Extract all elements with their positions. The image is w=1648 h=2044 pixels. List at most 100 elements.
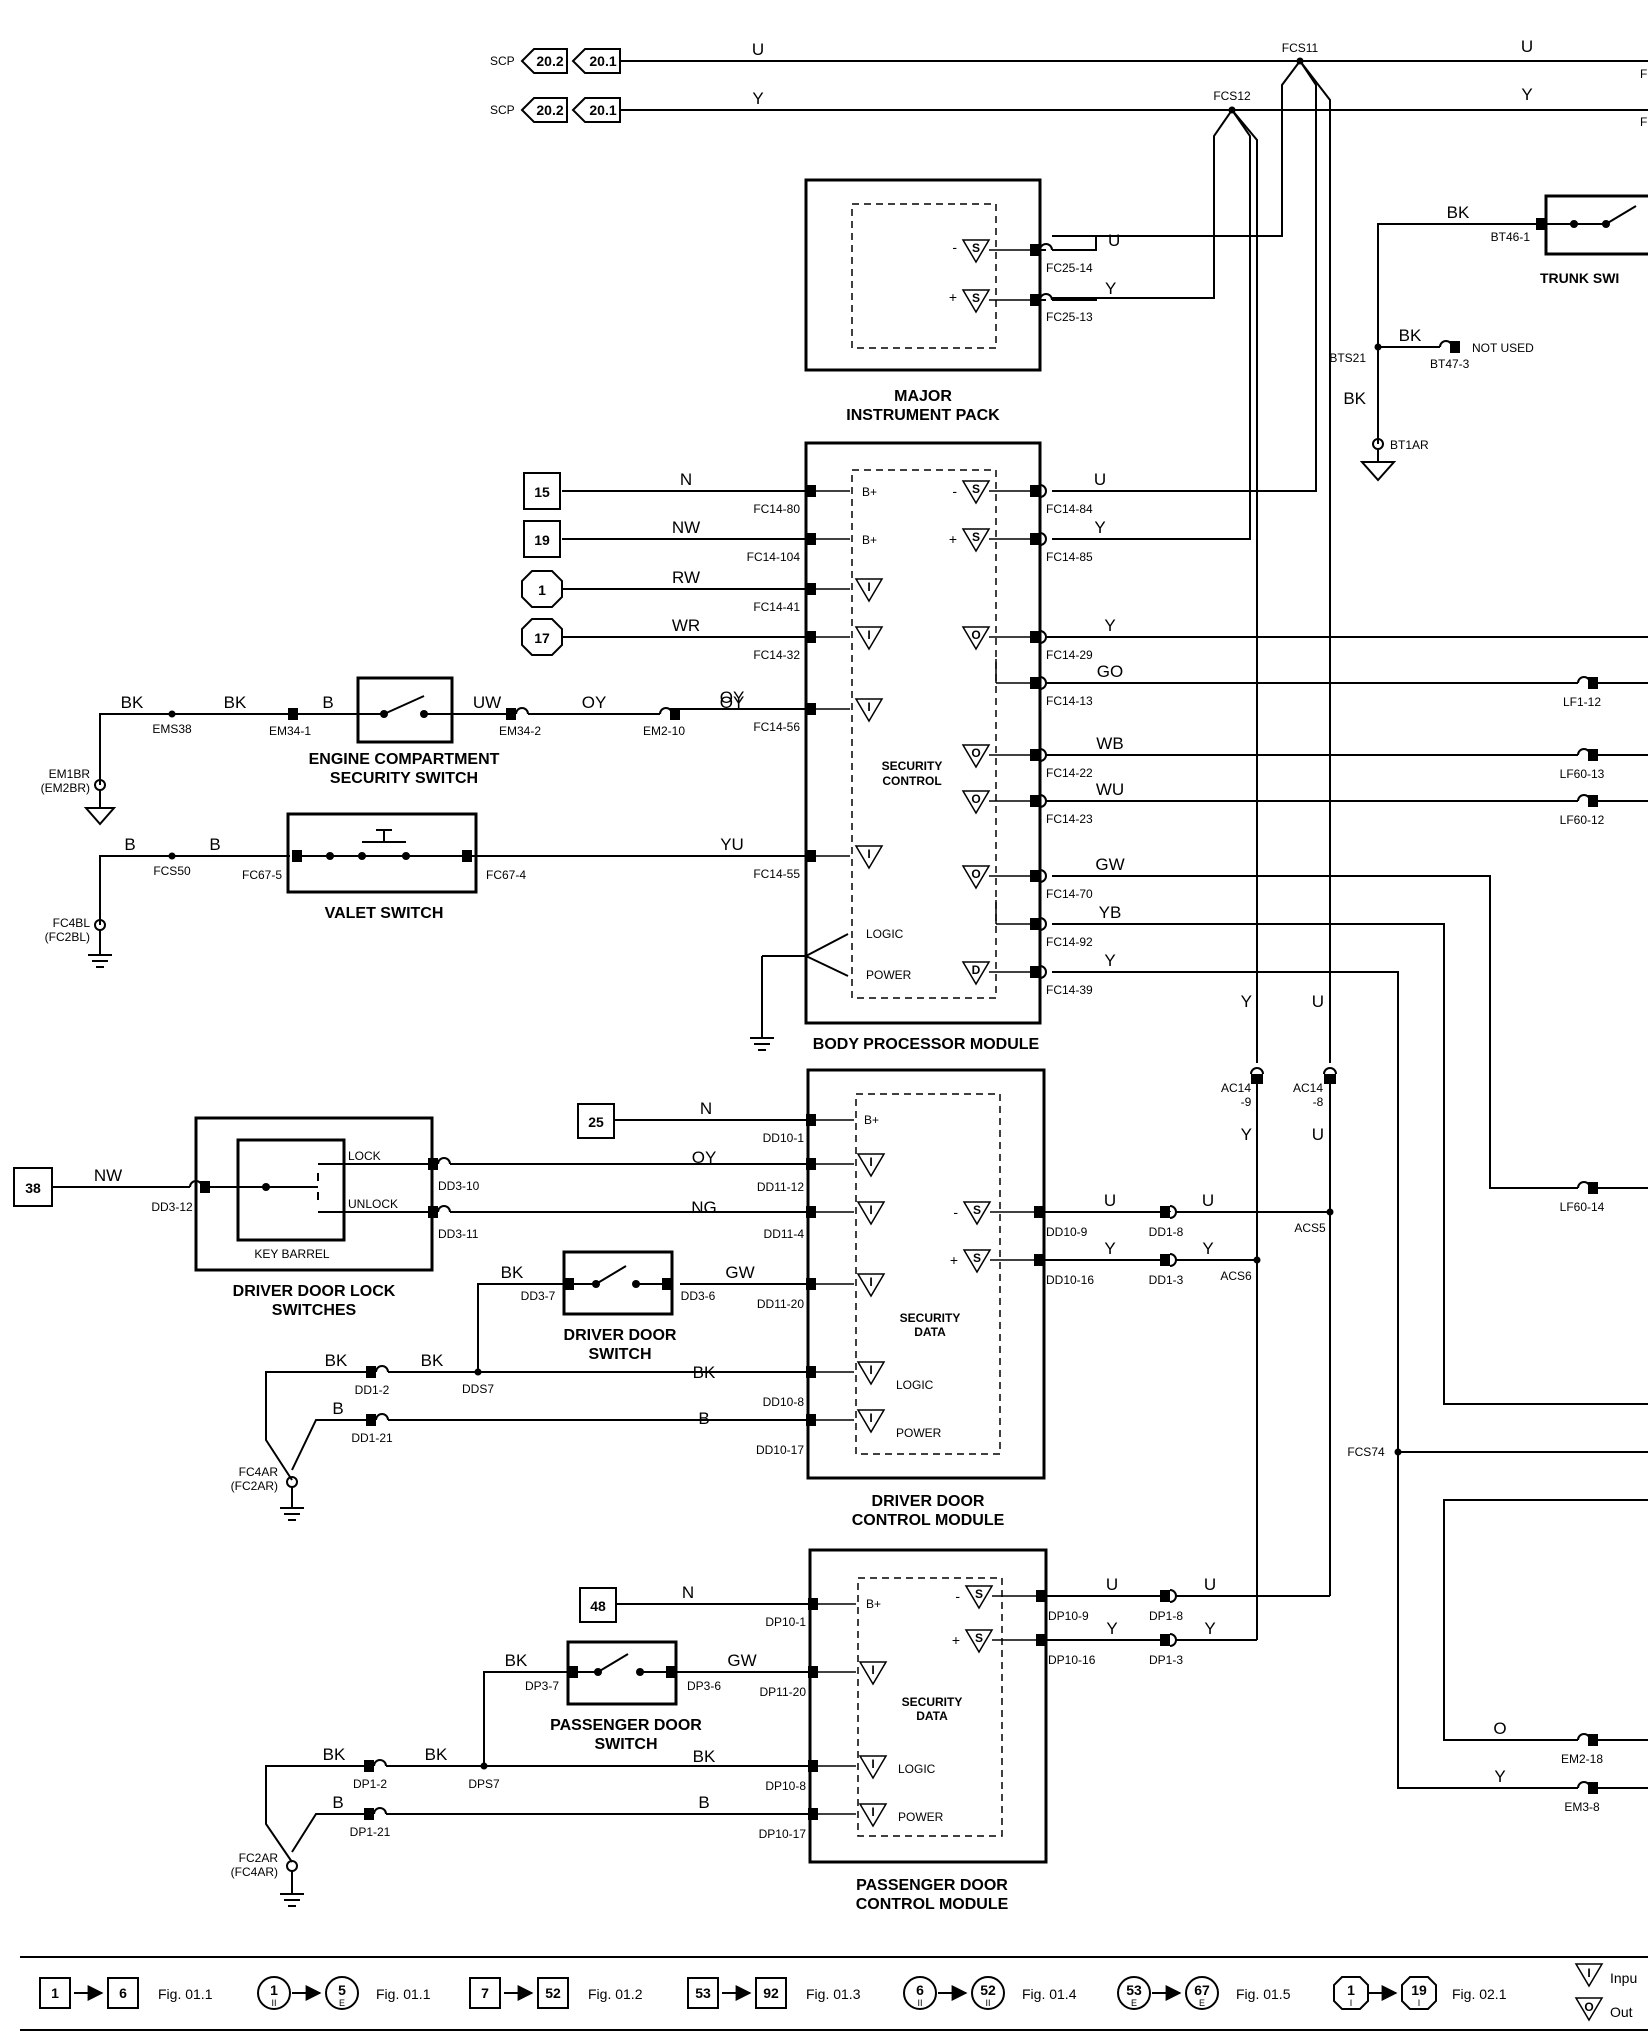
pdcm-module-box (808, 1548, 1048, 1864)
dd3-6-pin (662, 1278, 672, 1290)
bpm-right-plug-7 (1039, 917, 1047, 931)
trunk-not-used: NOT USED (1472, 341, 1534, 355)
ddcm-pin-dd10-8: DD10-8 (763, 1395, 805, 1409)
ddcm-y2-label: Y (1202, 1239, 1213, 1258)
ddcm-input-2-symbol (856, 1201, 886, 1226)
valet-ground-fc4bl: FC4BL (53, 916, 91, 930)
ecss-em34-2: EM34-2 (499, 724, 541, 738)
legend-5-to-circle (1185, 1976, 1219, 2010)
pdcm-pin-markers: III-S+S (808, 1585, 1046, 1828)
dds-gnd-wire-2 (291, 1419, 366, 1471)
dp1-2-plug (373, 1759, 387, 1767)
driver-door-control-module: DRIVER DOOR CONTROL MODULE SECURITY DATA… (577, 1068, 1330, 1529)
trunk-pin-bt47-3: BT47-3 (1430, 357, 1470, 371)
bpm-left-pin-label-2: FC14-41 (753, 600, 800, 614)
dp3-6-pin (666, 1666, 676, 1678)
ecss-plug (515, 707, 529, 715)
mip-s-2: S (972, 291, 980, 305)
bpm-right-pin-7 (1030, 918, 1040, 930)
ddcm-title-2: CONTROL MODULE (852, 1512, 1005, 1529)
legend-0-to-text: 6 (119, 1985, 127, 2001)
bpm-input-5-symbol (854, 845, 884, 870)
ecss-pin-em34-2 (506, 708, 516, 720)
ecss-b: B (322, 693, 333, 712)
bpm-left-wire-label-3: WR (672, 616, 700, 635)
bpm-output-6-symbol (961, 865, 991, 890)
bpm-left-pin-5 (806, 850, 816, 862)
pdcm-input-3-symbol (858, 1803, 888, 1828)
dds-ground-symbol (280, 1487, 304, 1521)
bpm-logic-label: LOGIC (866, 927, 904, 941)
legend-5-to-text: 67 (1194, 1982, 1210, 1998)
bpm-input-3-symbol (854, 626, 884, 651)
ecss-ground-wire (99, 713, 290, 785)
em3-8-pin (1588, 1782, 1598, 1794)
valet-contact-1 (326, 852, 334, 860)
ddcm-u-label: U (1104, 1191, 1116, 1210)
bpm-output-8-symbol (961, 961, 991, 986)
trunk-bk-3: BK (1343, 389, 1366, 408)
bpm-output-2-letter: O (971, 628, 980, 642)
valet-title: VALET SWITCH (325, 905, 444, 922)
bpm-left-pins: 15NFC14-80B+19NWFC14-104B+1RWFC14-41I17W… (521, 470, 884, 881)
ddcm-gw-label: GW (725, 1263, 754, 1282)
mip-wire-u-label: U (1108, 231, 1120, 250)
scp-ref-tag-u (520, 48, 568, 74)
dd1-3-pin (1160, 1254, 1170, 1266)
legend-6-to-text: 19 (1411, 1982, 1427, 1998)
trunk-ground-symbol (1359, 449, 1397, 482)
dds-title-2: SWITCH (588, 1346, 651, 1363)
pdcm-n-label: N (682, 1583, 694, 1602)
mip-pin-fc25-14: FC25-14 (1046, 261, 1093, 275)
body-processor-module: BODY PROCESSOR MODULE SECURITY CONTROL 1… (521, 441, 1648, 1053)
bpm-right-plug-8 (1039, 965, 1047, 979)
ddcm-input-5-symbol (856, 1409, 886, 1434)
trunk-bk-1: BK (1447, 203, 1470, 222)
legend-output-symbol (1574, 1997, 1604, 2022)
scp-ref-20-1-u: 20.1 (589, 53, 616, 69)
dd1-8-plug (1168, 1205, 1177, 1219)
splice-dds7: DDS7 (462, 1382, 494, 1396)
ddcm-logic-label: LOGIC (896, 1378, 934, 1392)
splice-fcs12: FCS12 (1213, 89, 1251, 103)
ecss-title-2: SECURITY SWITCH (330, 770, 478, 787)
em2-18-pin (1588, 1734, 1598, 1746)
keybarrel-internal-wires (318, 1163, 428, 1213)
fcs12-to-bpm (1052, 109, 1251, 540)
dds-wire-bk (477, 1283, 564, 1372)
valet-ground-fc2bl: (FC2BL) (45, 930, 90, 944)
bpm-inner-box (851, 469, 997, 999)
bpm-right-wire-label-0: U (1094, 470, 1106, 489)
bpm-right-pin-3 (1030, 677, 1040, 689)
legend-0-to-box (107, 1977, 139, 2009)
bpm-dest-label-5: LF60-12 (1560, 813, 1605, 827)
legend-1-to-text: 5 (338, 1982, 346, 1998)
ddcm-pin-dd10-9: DD10-9 (1046, 1225, 1088, 1239)
bpm-right-wire-label-1: Y (1094, 518, 1105, 537)
legend-input-symbol (1574, 1963, 1604, 1988)
pdcm-right-pin-1 (1036, 1634, 1046, 1646)
bpm-input-4-letter: I (867, 700, 870, 714)
pds-title-2: SWITCH (594, 1736, 657, 1753)
splice-acs5: ACS5 (1294, 1221, 1326, 1235)
bpm-right-pin-label-6: FC14-70 (1046, 887, 1093, 901)
bpm-right-pin-5 (1030, 795, 1040, 807)
dd1-2-plug (375, 1365, 389, 1373)
bpm-left-pin-0 (806, 485, 816, 497)
ddcm-left-pin-5 (806, 1414, 816, 1426)
bpm-right-pin-label-3: FC14-13 (1046, 694, 1093, 708)
keybarrel-plugs (437, 1157, 451, 1213)
pds-bk-1: BK (505, 1651, 528, 1670)
bpm-output-0-symbol (961, 480, 991, 505)
bpm-ref-15: 15 (534, 484, 550, 500)
bpm-right-pin-6 (1030, 870, 1040, 882)
bpm-left-pin-1 (806, 533, 816, 545)
pdcm-output-1-letter: S (975, 1631, 983, 1645)
legend-input-letter: I (1587, 1966, 1590, 1980)
pdcm-b-label: B (698, 1793, 709, 1812)
dd3-10-pin (428, 1158, 438, 1170)
ac14-interconnect: Y U AC14 -9 AC14 -8 Y U ACS5 ACS6 LF60-1… (1052, 875, 1648, 1814)
bpm-right-pin-4 (1030, 749, 1040, 761)
ddcm-left-pin-3 (806, 1278, 816, 1290)
legend-4-from-text: 6 (916, 1982, 924, 1998)
